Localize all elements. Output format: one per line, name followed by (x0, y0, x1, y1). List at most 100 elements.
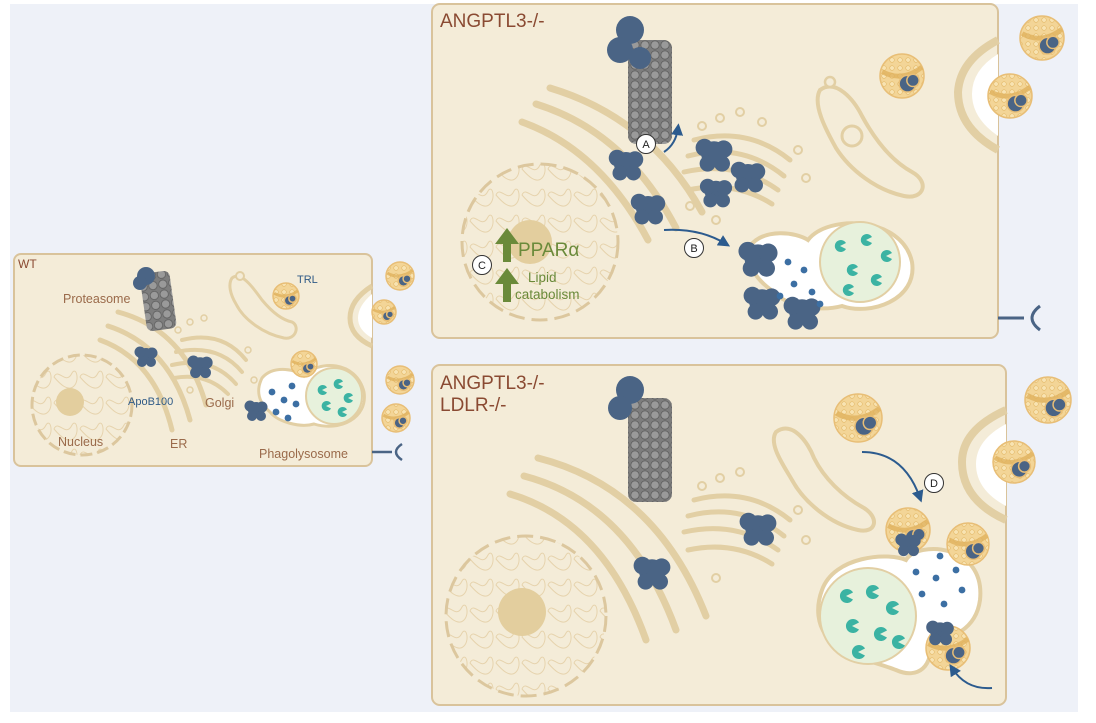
marker-a: A (636, 134, 656, 154)
trl-particle (833, 393, 883, 443)
cargo-dot (932, 574, 940, 582)
cargo-dot (918, 590, 926, 598)
wt-proteasome (133, 267, 177, 332)
wt-er (97, 309, 209, 433)
lysosomal-enzyme (851, 644, 865, 659)
lysosomal-enzyme (880, 250, 892, 262)
trl-particle (385, 365, 415, 395)
cargo-dot (776, 292, 784, 300)
arrow-b (663, 228, 731, 247)
apob-protein (699, 178, 733, 208)
cargo-dot (268, 388, 276, 396)
marker-c: C (472, 255, 492, 275)
cargo-dot (280, 396, 288, 404)
wt-panel-title: WT (18, 257, 37, 271)
lysosomal-enzyme (865, 585, 879, 599)
apob100-label: ApoB100 (128, 396, 174, 408)
lysosomal-enzyme (842, 284, 854, 297)
ko-tgn (815, 84, 925, 199)
arrow-a (663, 123, 684, 153)
trl-particle (371, 299, 397, 325)
cargo-dot (940, 600, 948, 608)
marker-d: D (924, 473, 944, 493)
apob-protein (244, 400, 268, 421)
apob-protein (134, 346, 158, 367)
marker-b: B (684, 238, 704, 258)
cargo-dot (816, 300, 824, 308)
arrows (663, 123, 993, 690)
proteasome-label: Proteasome (63, 292, 131, 306)
dko-nucleus (444, 534, 608, 698)
cargo-dot (790, 280, 798, 288)
apob-proteins (134, 138, 954, 646)
trl-particle (1019, 15, 1065, 61)
cargo-dot (288, 382, 296, 390)
arrow-d2 (949, 663, 993, 690)
cargo-dot (272, 408, 280, 416)
apob-protein (730, 161, 766, 193)
trl-particle (987, 73, 1033, 119)
lysosomal-enzyme (873, 626, 887, 642)
cargo-dot (958, 586, 966, 594)
golgi-label: Golgi (205, 396, 235, 410)
apob-protein (738, 241, 778, 277)
cargo-dot (800, 266, 808, 274)
lysosomal-enzyme (337, 407, 347, 417)
apob-protein (739, 512, 777, 546)
wt-golgi (170, 335, 248, 396)
lysosomal-enzyme (333, 379, 343, 389)
cargo-dot (952, 566, 960, 574)
apob-protein (187, 355, 213, 379)
dko-er (506, 454, 710, 644)
nucleus-label: Nucleus (58, 435, 104, 449)
lysosomal-enzyme (846, 264, 858, 276)
lipid-catabolism-line1: Lipid (528, 270, 557, 285)
cargo-dot (292, 400, 300, 408)
wt-receptor (372, 442, 403, 462)
wt-nucleus (30, 353, 134, 457)
phagolysosome-label: Phagolysosome (259, 447, 348, 461)
trl-particle (272, 282, 300, 310)
cargo-dot (284, 414, 292, 422)
apob-protein (926, 620, 954, 646)
lysosomal-enzyme (860, 234, 872, 247)
lysosomal-enzyme (885, 601, 899, 616)
lysosomal-enzyme (870, 274, 882, 286)
trl-particles (272, 15, 1072, 671)
dko-panel-title-line1: ANGPTL3-/- (440, 373, 545, 394)
apob-protein (743, 286, 781, 320)
trl-particle (992, 440, 1036, 484)
wt-tgn (228, 274, 298, 340)
ko-cell (431, 3, 1041, 339)
lysosomal-enzyme (834, 239, 846, 253)
cargo-dot (912, 568, 920, 576)
trl-particle (385, 261, 415, 291)
trl-label: TRL (297, 274, 318, 286)
apob-protein (633, 556, 671, 590)
apob-protein (608, 149, 644, 181)
ko-proteasome (607, 16, 672, 144)
arrow-d (861, 451, 924, 503)
dko-panel-title-line2: LDLR-/- (440, 395, 507, 416)
dko-golgi (681, 493, 793, 567)
vesicle-contents (268, 234, 966, 659)
lysosomal-enzyme (891, 635, 905, 649)
cargo-dot (808, 288, 816, 296)
apob-protein (895, 533, 921, 557)
trl-particle (879, 53, 925, 99)
ko-receptor (998, 304, 1041, 332)
lysosomal-enzyme (343, 393, 353, 403)
lysosomal-enzyme (317, 384, 327, 396)
upregulation-arrows (495, 228, 519, 302)
dko-proteasome (608, 376, 672, 502)
dko-tgn (772, 426, 876, 533)
ko-panel-title: ANGPTL3-/- (440, 11, 545, 32)
trl-particle (946, 522, 990, 566)
cargo-dot (936, 552, 944, 560)
ppar-alpha-label: PPARα (518, 240, 580, 261)
apob-protein (630, 193, 666, 225)
lysosomal-enzyme (839, 589, 853, 603)
dko-cell (431, 364, 1008, 706)
